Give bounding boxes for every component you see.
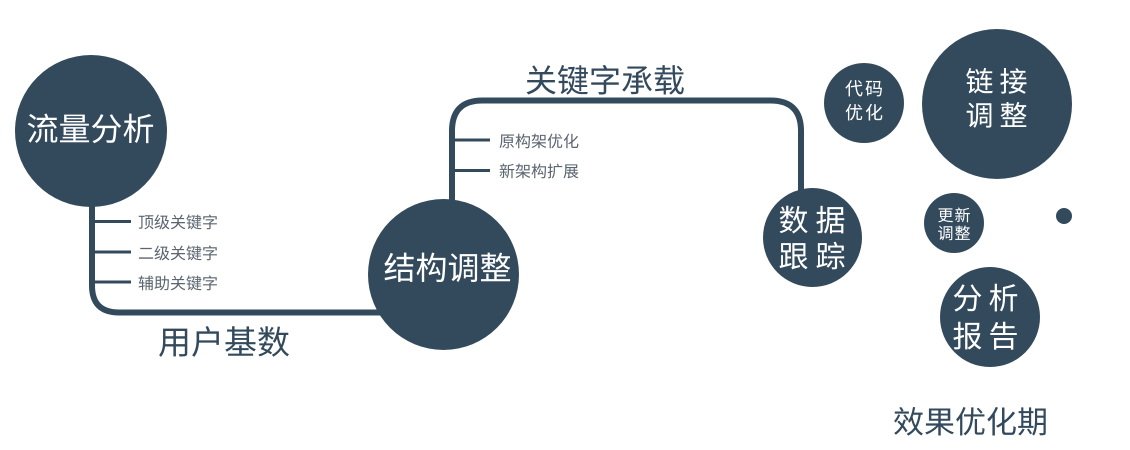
node-analysis-report: 分析 报告 bbox=[940, 267, 1040, 367]
node-label: 链接 调整 bbox=[965, 60, 1034, 135]
node-label: 分析 报告 bbox=[952, 274, 1025, 356]
tick-lines-left bbox=[92, 220, 131, 284]
node-data-tracking: 数据 跟踪 bbox=[762, 187, 862, 287]
tick-label-original-architecture: 原构架优化 bbox=[499, 127, 580, 152]
connector-traffic-to-structure bbox=[89, 198, 443, 316]
tick-label-top-keywords: 顶级关键字 bbox=[138, 209, 219, 233]
node-traffic-analysis: 流量分析 bbox=[14, 54, 167, 207]
node-label: 流量分析 bbox=[26, 104, 155, 150]
tick-lines-top bbox=[452, 138, 490, 172]
node-label: 代码 优化 bbox=[845, 74, 885, 125]
tick-label-secondary-keywords: 二级关键字 bbox=[138, 239, 219, 264]
connector-structure-to-tracking bbox=[449, 97, 804, 205]
node-update-adjustment: 更新 调整 bbox=[924, 193, 984, 253]
node-link-adjustment: 链接 调整 bbox=[921, 29, 1072, 179]
node-small-dot bbox=[1056, 208, 1072, 224]
edge-label-keyword-load: 关键字承载 bbox=[525, 56, 686, 102]
node-structure-adjustment: 结构调整 bbox=[367, 199, 519, 350]
node-code-optimization: 代码 优化 bbox=[824, 62, 904, 143]
node-label: 数据 跟踪 bbox=[778, 196, 853, 276]
edge-label-user-base: 用户基数 bbox=[158, 316, 290, 364]
tick-label-new-architecture: 新架构扩展 bbox=[499, 158, 580, 182]
tick-label-auxiliary-keywords: 辅助关键字 bbox=[138, 269, 219, 294]
caption-effect-optimization-period: 效果优化期 bbox=[893, 397, 1048, 442]
node-label: 更新 调整 bbox=[937, 201, 972, 244]
node-label: 结构调整 bbox=[383, 243, 512, 289]
